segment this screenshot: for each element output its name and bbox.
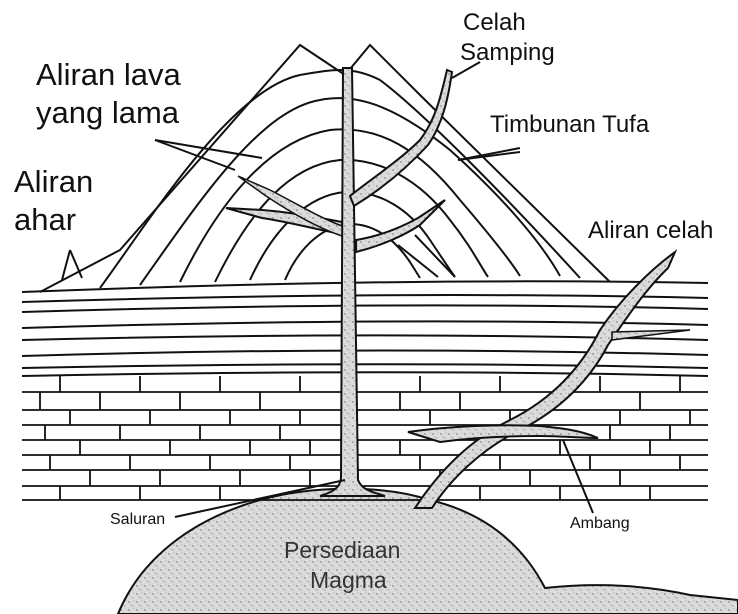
left-lava-branch-upper [238,176,342,236]
label-aliran-lava-line2: yang lama [36,96,179,130]
label-ambang: Ambang [570,515,630,533]
label-celah-samping-line1: Celah [463,10,526,36]
label-aliran-ahar-line1: Aliran [14,165,93,199]
label-saluran: Saluran [110,511,165,529]
label-aliran-celah: Aliran celah [588,218,713,244]
label-persediaan-magma-line1: Persediaan [284,538,400,563]
label-aliran-lava-line1: Aliran lava [36,58,181,92]
label-aliran-ahar-line2: ahar [14,203,76,237]
label-timbunan-tufa: Timbunan Tufa [490,112,649,138]
label-persediaan-magma-line2: Magma [310,568,387,593]
label-celah-samping-line2: Samping [460,40,555,66]
rock-brick-layers [22,376,708,500]
side-vent [350,70,452,206]
